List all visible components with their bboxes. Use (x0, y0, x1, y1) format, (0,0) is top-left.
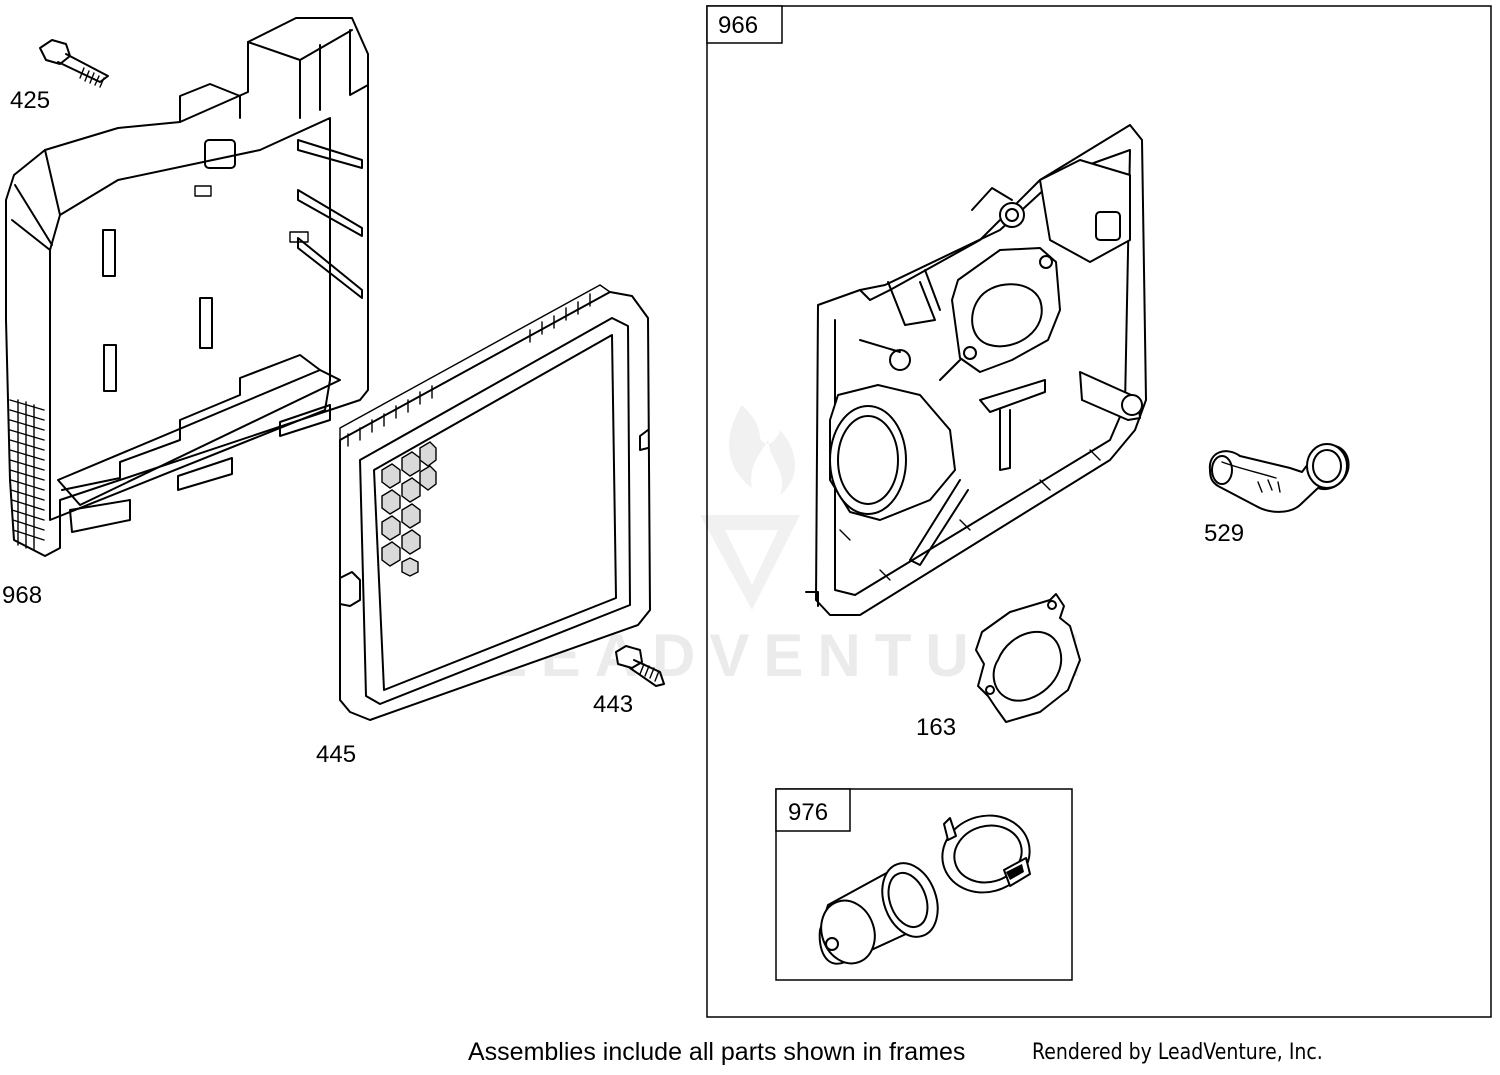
part-number-966[interactable]: 966 (718, 12, 758, 39)
part-425-drawing (39, 39, 109, 88)
part-966-drawing (805, 124, 1147, 616)
grille-pattern (9, 399, 45, 551)
part-number-425[interactable]: 425 (10, 87, 50, 114)
part-445-drawing (339, 284, 651, 721)
frame-966 (706, 5, 1492, 1018)
part-number-163[interactable]: 163 (916, 714, 956, 741)
part-number-968[interactable]: 968 (2, 582, 42, 609)
watermark-logo (700, 405, 800, 610)
part-number-976[interactable]: 976 (788, 799, 828, 826)
frame-976 (775, 788, 1073, 981)
rendered-by-credit: Rendered by LeadVenture, Inc. (1032, 1040, 1323, 1065)
mesh-pattern (381, 441, 437, 577)
part-443-drawing (615, 645, 665, 687)
part-529-drawing (1208, 443, 1350, 513)
assemblies-note: Assemblies include all parts shown in fr… (468, 1038, 966, 1066)
part-number-443[interactable]: 443 (593, 691, 633, 718)
part-number-445[interactable]: 445 (316, 741, 356, 768)
part-163-drawing (975, 593, 1081, 723)
part-968-drawing (5, 17, 369, 557)
frame-976-tag (775, 788, 851, 832)
frame-966-tag (706, 5, 783, 44)
part-976-drawing (818, 814, 1031, 965)
part-number-529[interactable]: 529 (1204, 520, 1244, 547)
